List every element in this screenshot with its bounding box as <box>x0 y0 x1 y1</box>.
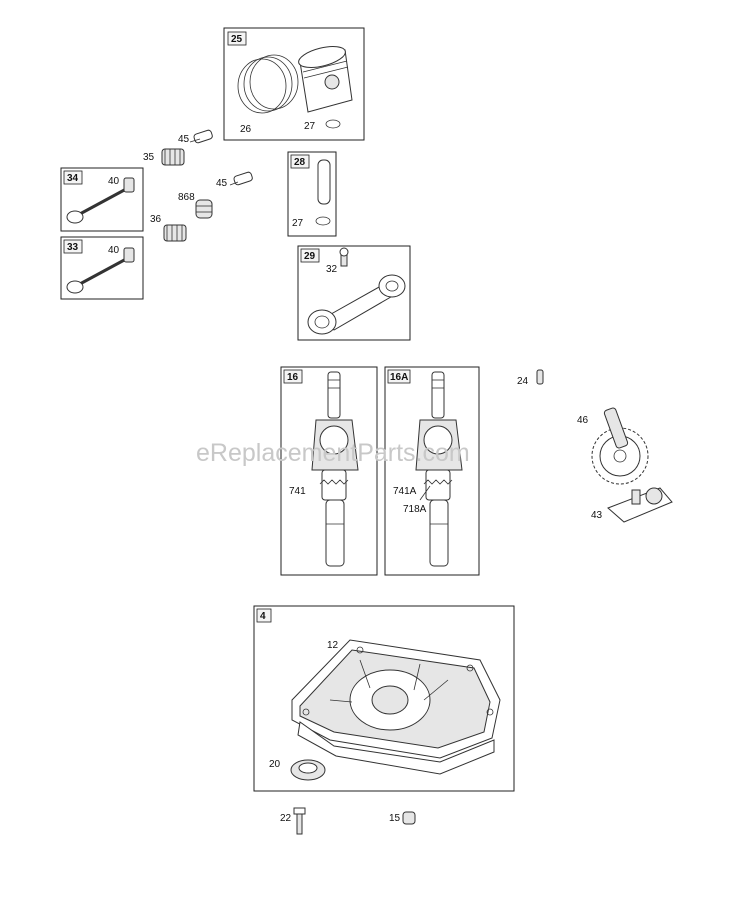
bolt-22[interactable]: 22 <box>280 807 306 835</box>
part-label-40b: 40 <box>108 245 120 256</box>
governor-43[interactable]: 43 <box>591 487 673 523</box>
pin-clip-icon <box>315 216 331 226</box>
watermark: eReplacementParts.com <box>196 439 470 467</box>
part-label-12: 12 <box>327 640 339 651</box>
part-label-26: 26 <box>240 124 252 135</box>
group-tag-16: 16 <box>287 372 299 383</box>
part-label-15: 15 <box>389 813 401 824</box>
group-tag-28: 28 <box>294 157 306 168</box>
valve-spring-36[interactable] <box>163 224 187 242</box>
group-16-crankshaft[interactable]: 16 741 <box>280 366 378 576</box>
group-25-piston[interactable]: 25 26 27 <box>223 27 365 141</box>
group-tag-16a: 16A <box>390 372 408 383</box>
part-label-20: 20 <box>269 759 281 770</box>
part-label-27: 27 <box>304 121 316 132</box>
part-label-35: 35 <box>143 152 155 163</box>
part-label-718a: 718A <box>403 504 427 515</box>
wrist-pin[interactable] <box>317 159 331 205</box>
part-label-40a: 40 <box>108 176 120 187</box>
valve-34[interactable] <box>66 177 135 224</box>
part-label-32: 32 <box>326 264 338 275</box>
group-33-valve[interactable]: 33 40 <box>60 236 144 300</box>
camshaft-gear-46[interactable]: 46 <box>577 407 649 485</box>
part-label-741a: 741A <box>393 486 417 497</box>
group-tag-33: 33 <box>67 242 79 253</box>
part-label-45b: 45 <box>216 178 228 189</box>
group-29-connecting-rod[interactable]: 29 32 <box>297 245 411 341</box>
key-24[interactable]: 24 <box>517 369 544 387</box>
group-28-wrist-pin[interactable]: 28 27 <box>287 151 337 237</box>
part-label-43: 43 <box>591 510 603 521</box>
part-label-36: 36 <box>150 214 162 225</box>
part-label-27b: 27 <box>292 218 304 229</box>
valve-hardware[interactable]: 45 35 868 45 36 <box>143 129 253 242</box>
group-4-crankcase[interactable]: 4 12 20 <box>253 605 515 792</box>
crankcase-sump[interactable] <box>291 639 501 775</box>
part-label-46: 46 <box>577 415 589 426</box>
group-tag-34: 34 <box>67 173 79 184</box>
valve-spring-35[interactable] <box>161 148 185 166</box>
group-34-valve[interactable]: 34 40 <box>60 167 144 232</box>
rod-bolt[interactable] <box>339 247 349 267</box>
group-tag-25: 25 <box>231 34 243 45</box>
part-label-741: 741 <box>289 486 306 497</box>
part-label-24: 24 <box>517 376 529 387</box>
valve-seal-868[interactable] <box>195 199 213 219</box>
group-tag-4: 4 <box>260 611 266 622</box>
piston[interactable] <box>297 42 353 113</box>
part-label-22: 22 <box>280 813 292 824</box>
crankshaft-16a[interactable] <box>415 371 463 567</box>
crankshaft-16[interactable] <box>311 371 359 567</box>
valve-33[interactable] <box>66 247 135 294</box>
group-tag-29: 29 <box>304 251 316 262</box>
oil-seal-20[interactable] <box>290 759 326 781</box>
valve-tappet-upper[interactable] <box>189 129 213 144</box>
part-label-45a: 45 <box>178 134 190 145</box>
piston-rings[interactable] <box>237 54 299 114</box>
part-label-868: 868 <box>178 192 195 203</box>
group-16a-crankshaft[interactable]: 16A 741A 718A <box>384 366 480 576</box>
plug-15[interactable]: 15 <box>389 811 416 825</box>
valve-tappet-lower[interactable] <box>229 171 253 186</box>
retaining-clip-icon <box>325 119 341 129</box>
connecting-rod[interactable] <box>307 274 406 335</box>
